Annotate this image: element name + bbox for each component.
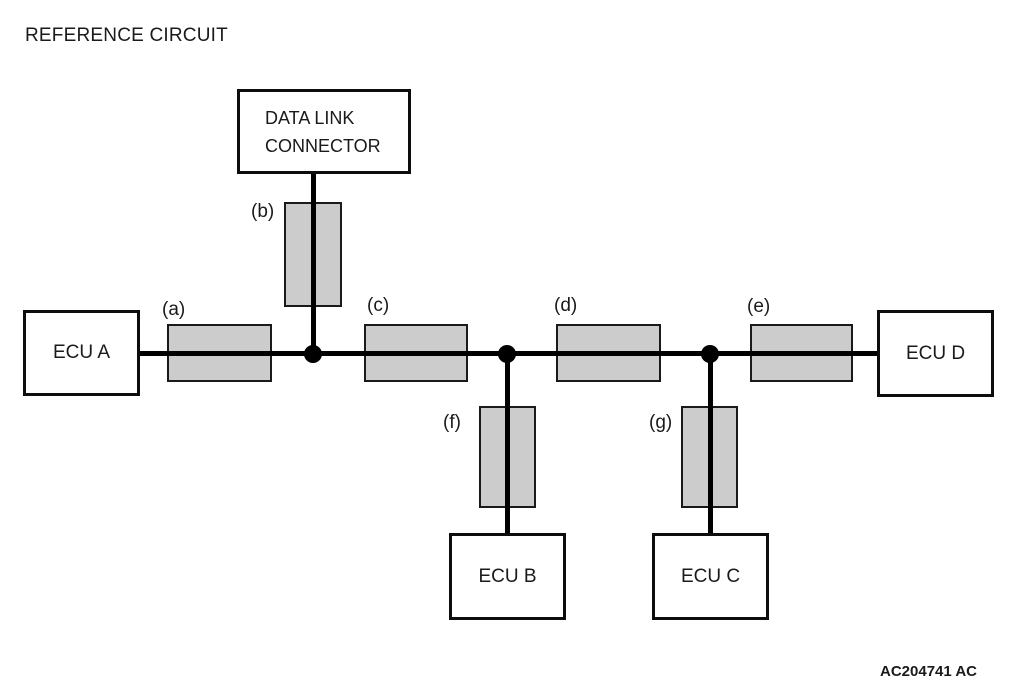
segment-label-d: (d) (554, 295, 578, 316)
node-ecu-c: ECU C (652, 533, 769, 620)
node-ecu-a: ECU A (23, 310, 140, 396)
node-label-ecu-c: ECU C (680, 565, 741, 587)
segment-label-f: (f) (443, 412, 461, 433)
node-label-data-link-connector: DATA LINK CONNECTOR (265, 107, 381, 156)
segment-label-a: (a) (162, 299, 186, 320)
node-data-link-connector: DATA LINK CONNECTOR (237, 89, 411, 174)
segment-label-g: (g) (649, 412, 673, 433)
node-label-ecu-d: ECU D (905, 342, 966, 364)
branch-wire-ecu-c (708, 354, 713, 533)
branch-wire-data-link-connector (311, 174, 316, 354)
node-label-ecu-a: ECU A (52, 342, 111, 363)
segment-label-c: (c) (367, 295, 390, 316)
node-ecu-d: ECU D (877, 310, 994, 397)
junction-dot-ecu-b (498, 345, 516, 363)
junction-dot-dlc (304, 345, 322, 363)
segment-label-b: (b) (251, 201, 275, 222)
branch-wire-ecu-b (505, 354, 510, 533)
segment-label-e: (e) (747, 296, 771, 317)
node-label-ecu-b: ECU B (478, 565, 537, 587)
diagram-title: REFERENCE CIRCUIT (25, 25, 228, 46)
node-ecu-b: ECU B (449, 533, 566, 620)
junction-dot-ecu-c (701, 345, 719, 363)
figure-code: AC204741 AC (880, 663, 977, 680)
